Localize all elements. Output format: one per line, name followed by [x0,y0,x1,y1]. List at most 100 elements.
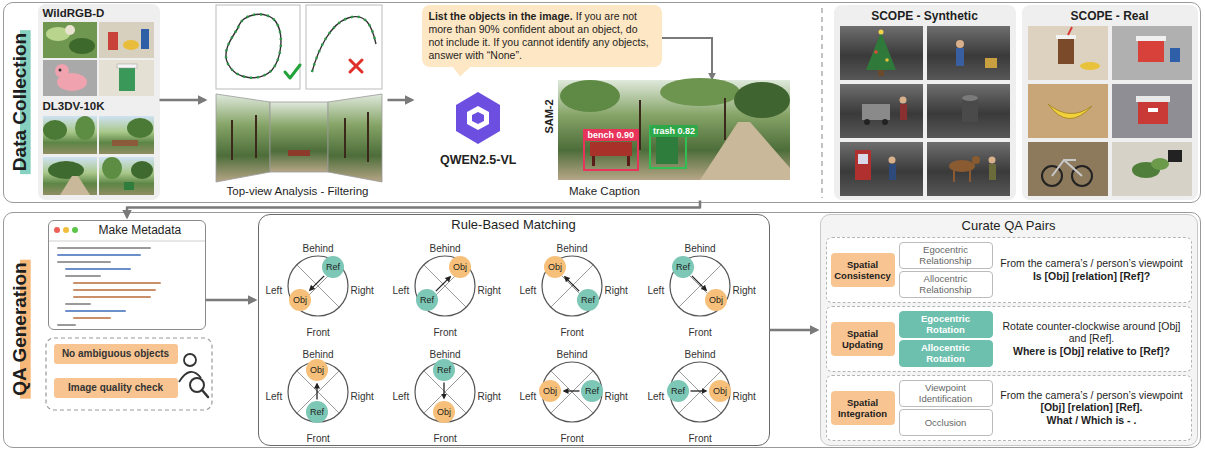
dataset-photo [43,60,97,96]
real-photo [1112,26,1192,80]
top-view-plot [312,17,376,72]
segmentation-image [656,136,678,164]
segmentation-image [734,82,790,118]
editor-window: Make Metadata [48,220,206,330]
qwen-logo [467,106,489,130]
direction-label: Behind [430,238,461,256]
direction-compass [542,256,602,316]
window-decoration [72,227,78,233]
metadata-code [74,289,155,291]
marker-text: Obj [437,407,451,417]
synthetic-render [953,170,955,182]
direction-label: Front [561,322,584,340]
segmentation-image [584,130,638,170]
top-view-plot [216,5,300,89]
direction-label: Behind [430,349,461,361]
metadata-code [66,268,130,270]
marker-text: Obj [709,295,723,305]
marker-text: Ref [671,386,685,396]
bubble-tail [452,66,472,77]
direction-compass [670,362,730,422]
direction-label: Right [733,386,756,404]
question-text: [Obj] [relation] [Ref]. [999,401,1185,414]
qa-panel: Curate QA PairsFrom the camera’s / perso… [820,214,1198,446]
object-marker: Obj [289,289,311,311]
real-photo [1138,100,1168,124]
synthetic-render [855,150,871,180]
cross-mark [350,60,362,72]
marker-text: Ref [437,365,451,375]
object-marker: Obj [705,289,727,311]
question-text: Is [Obj] [relation] [Ref]? [999,270,1185,283]
real-photo [1112,26,1192,80]
real-photo [1048,104,1092,119]
dataset-name: DL3DV-10K [43,100,155,113]
real-photo [1068,27,1072,35]
synthetic-render [900,97,907,104]
panorama-image [270,102,328,172]
task-text: Allocentric Relationship [903,273,989,295]
flow-arrow [206,299,255,302]
direction-compass [288,256,348,316]
dataset-photo [43,60,97,96]
section-panel: Data CollectionWildRGB-DDL3DV-10KTop-vie… [3,2,1201,203]
task-box: Allocentric Rotation [899,340,993,367]
direction-label: Left [520,280,537,298]
marker-text: Obj [293,295,307,305]
synthetic-render [949,160,975,172]
direction-label: Left [648,285,665,297]
synthetic-render [858,154,868,164]
object-marker: Obj [544,256,566,278]
panel-title: Curate QA Pairs [821,218,1197,234]
object-marker: Obj [306,359,328,381]
dataset-photo [99,116,154,154]
flow-arrow [770,329,817,332]
real-photo [1028,26,1108,80]
synthetic-render [889,157,896,164]
real-photo [1028,26,1108,80]
metadata-code [58,247,150,249]
detection-tag: bench 0.90 [585,129,638,141]
direction-label: Left [266,280,283,298]
object-marker: Obj [539,380,561,402]
direction-label: Right [605,391,628,403]
direction-label: Front [561,433,584,445]
direction-label: Front [434,428,457,446]
synthetic-render [864,119,870,125]
synthetic-render [927,84,1010,138]
direction-label: Front [434,327,457,339]
category-tag: Spatial Consistency [831,253,895,287]
direction-arrow [692,276,706,290]
filter-group [46,338,212,410]
task-text: Egocentric Relationship [903,244,989,266]
direction-compass [415,362,475,422]
direction-label: Left [520,391,537,403]
metadata-code [74,317,110,319]
panel-title: Rule-Based Matching [259,217,769,233]
direction-label: Behind [685,344,716,362]
dataset-photo [43,157,97,195]
metadata-code [58,248,160,325]
direction-label: Front [561,327,584,339]
direction-label: Left [393,280,410,298]
real-photo [1028,142,1108,196]
synthetic-render [927,26,1010,80]
direction-label: Front [689,433,712,445]
dataset-photo [65,25,75,35]
metadata-code [66,310,125,312]
direction-label: Front [307,433,330,445]
segmentation-image [558,78,790,180]
synthetic-render [840,26,923,80]
direction-label: Right [351,280,374,298]
segmentation-image [592,156,595,166]
real-photo [1028,84,1108,138]
metadata-code [74,282,160,284]
check-box: Image quality check [54,378,178,398]
section-title: QA Generation [9,259,31,398]
dataset-photo [117,64,137,68]
panorama-image [328,94,382,182]
synthetic-render [956,40,964,48]
model-name: SAM-2 [532,106,566,124]
segmentation-image [560,80,620,112]
direction-label: Front [689,322,712,340]
